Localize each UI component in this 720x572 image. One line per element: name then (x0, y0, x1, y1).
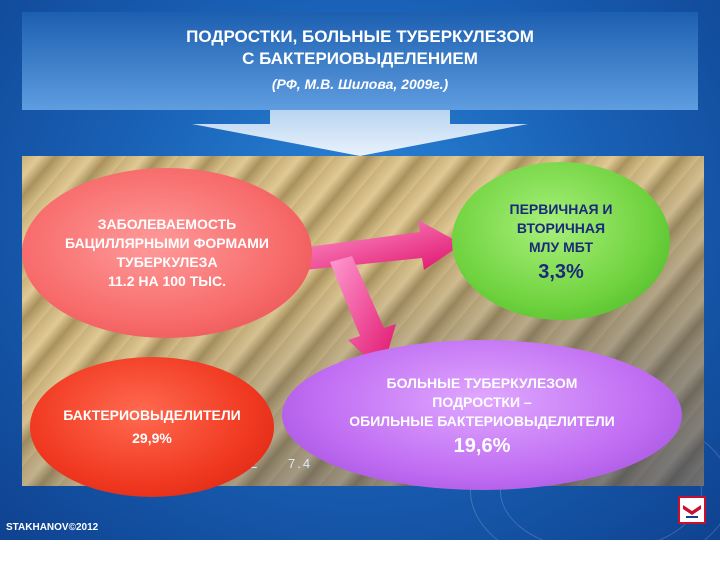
incidence-bubble: ЗАБОЛЕВАЕМОСТЬ БАЦИЛЛЯРНЫМИ ФОРМАМИ ТУБЕ… (22, 168, 312, 338)
photo-label: 7.4 (288, 456, 313, 471)
mdr-line3: МЛУ МБТ (528, 239, 593, 255)
abundant-line3: ОБИЛЬНЫЕ БАКТЕРИОВЫДЕЛИТЕЛИ (349, 413, 615, 429)
incidence-line4: 11.2 НА 100 ТЫС. (108, 273, 226, 289)
incidence-line2: БАЦИЛЛЯРНЫМИ ФОРМАМИ (65, 235, 269, 251)
excretors-bubble: БАКТЕРИОВЫДЕЛИТЕЛИ 29,9% (30, 357, 274, 497)
copyright-footer: STAKHANOV©2012 (6, 522, 99, 533)
abundant-line1: БОЛЬНЫЕ ТУБЕРКУЛЕЗОМ (386, 375, 578, 391)
mdr-line1: ПЕРВИЧНАЯ И (509, 201, 613, 217)
mdr-line2: ВТОРИЧНАЯ (516, 220, 606, 236)
down-arrow (192, 110, 528, 156)
page-title-line2: С БАКТЕРИОВЫДЕЛЕНИЕМ (242, 49, 478, 68)
brand-logo-icon (678, 496, 706, 524)
excretors-line1: БАКТЕРИОВЫДЕЛИТЕЛИ (63, 407, 241, 423)
abundant-bubble: БОЛЬНЫЕ ТУБЕРКУЛЕЗОМ ПОДРОСТКИ – ОБИЛЬНЫ… (282, 340, 682, 490)
incidence-line3: ТУБЕРКУЛЕЗА (116, 254, 218, 270)
abundant-line2: ПОДРОСТКИ – (432, 394, 532, 410)
connector-arrows (300, 220, 462, 372)
mdr-bubble: ПЕРВИЧНАЯ И ВТОРИЧНАЯ МЛУ МБТ 3,3% (452, 162, 670, 320)
page-title-line1: ПОДРОСТКИ, БОЛЬНЫЕ ТУБЕРКУЛЕЗОМ (186, 27, 534, 46)
arrow-to-abundant (330, 256, 396, 372)
incidence-line1: ЗАБОЛЕВАЕМОСТЬ (97, 216, 237, 232)
abundant-value: 19,6% (453, 435, 511, 457)
excretors-value: 29,9% (132, 430, 172, 446)
arrow-to-mdr (300, 220, 462, 270)
source-citation: (РФ, М.В. Шилова, 2009г.) (271, 76, 449, 92)
mdr-value: 3,3% (538, 261, 584, 283)
header-banner (22, 12, 698, 156)
